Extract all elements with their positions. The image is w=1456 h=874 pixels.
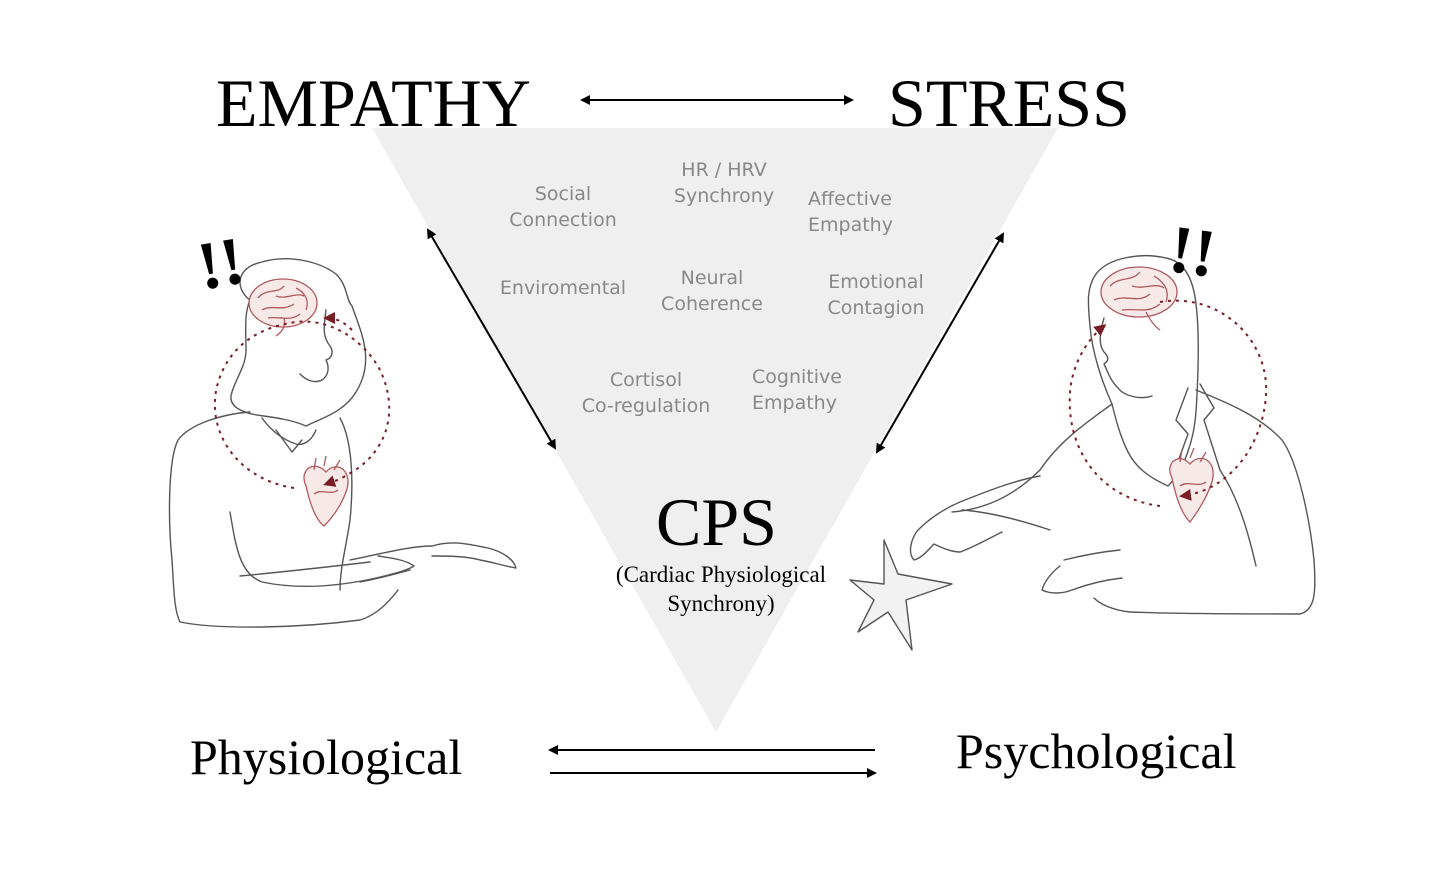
right-feedback-loop	[1159, 299, 1268, 501]
left-feedback-loop	[213, 320, 391, 489]
label-psychological: Psychological	[956, 723, 1237, 779]
right-feedback-loop-lower	[1068, 324, 1161, 507]
cps-title: CPS	[656, 484, 777, 560]
left-brain-icon	[248, 278, 318, 337]
factor-environmental: Enviromental	[499, 277, 627, 299]
right-heart-icon	[1169, 447, 1214, 523]
right-alert-icon: !!	[1164, 210, 1221, 292]
left-person-illustration	[168, 258, 517, 628]
left-loop-arrow-to-brain	[323, 312, 353, 331]
stress-burst-icon	[849, 539, 953, 651]
arrow-left-diagonal	[426, 228, 557, 450]
arrow-right-diagonal	[875, 232, 1005, 454]
right-brain-icon	[1100, 266, 1178, 331]
label-stress: STRESS	[888, 65, 1130, 141]
label-physiological: Physiological	[190, 729, 463, 785]
label-empathy: EMPATHY	[216, 65, 531, 141]
left-heart-icon	[303, 455, 349, 527]
central-triangle	[372, 128, 1058, 732]
